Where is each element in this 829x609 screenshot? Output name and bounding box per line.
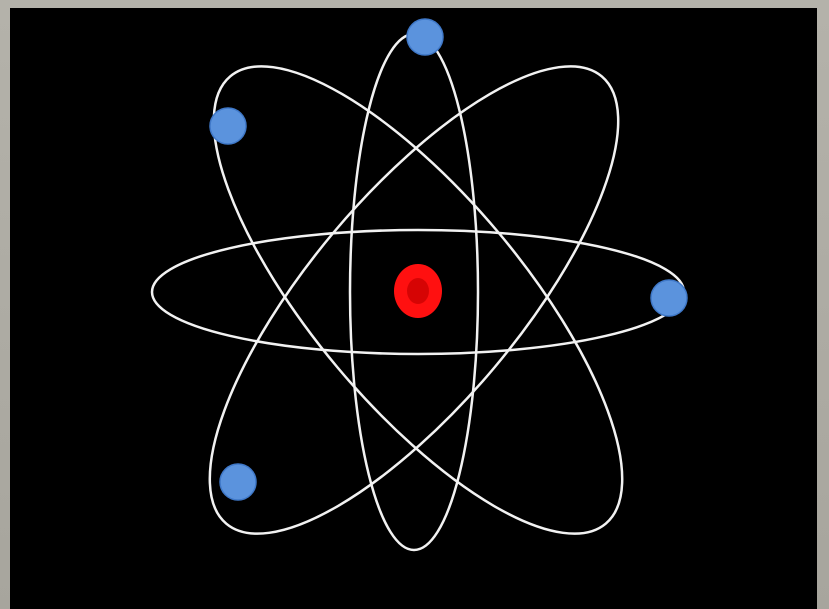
nucleus-core — [407, 278, 429, 304]
electrons — [210, 19, 687, 500]
electron-right — [651, 280, 687, 316]
electron-top — [407, 19, 443, 55]
electron-upper-left — [210, 108, 246, 144]
nucleus — [394, 264, 442, 318]
electron-lower-left — [220, 464, 256, 500]
